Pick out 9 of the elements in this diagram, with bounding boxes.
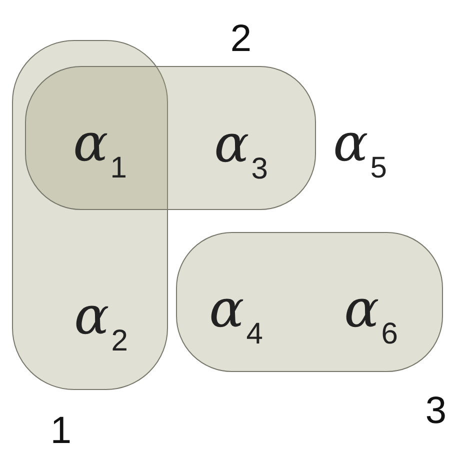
element-label: α$_{3}$ — [214, 118, 268, 184]
element-label: α$_{4}$ — [209, 283, 263, 349]
region-number: 1 — [50, 412, 72, 449]
region-number: 3 — [425, 392, 447, 430]
element-label: α$_{1}$ — [73, 117, 127, 183]
region-number: 2 — [230, 20, 252, 58]
element-label: α$_{2}$ — [74, 290, 128, 356]
element-label: α$_{5}$ — [333, 117, 387, 183]
element-label: α$_{6}$ — [344, 283, 398, 349]
